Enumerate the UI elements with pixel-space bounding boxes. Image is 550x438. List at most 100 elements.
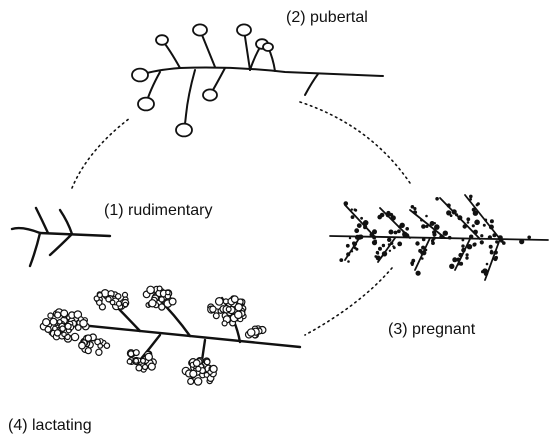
secretory-alveolus — [159, 297, 164, 302]
alveolar-bud — [448, 236, 452, 240]
alveolar-bud — [449, 264, 454, 269]
alveolar-bud — [387, 238, 391, 242]
alveolar-bud — [355, 235, 360, 240]
terminal-end-bud — [132, 69, 148, 82]
alveolar-bud — [494, 250, 498, 254]
secretory-alveolus — [210, 365, 217, 372]
alveolar-bud — [363, 220, 369, 226]
alveolar-bud — [389, 250, 391, 252]
alveolar-bud — [411, 205, 415, 209]
alveolar-bud — [457, 263, 460, 266]
terminal-end-bud — [156, 35, 168, 45]
alveolar-bud — [459, 262, 463, 266]
secretory-alveolus — [204, 359, 210, 365]
alveolar-bud — [346, 244, 350, 248]
alveolar-bud — [447, 203, 451, 207]
alveolar-bud — [461, 244, 464, 247]
alveolar-bud — [480, 240, 484, 244]
alveolar-bud — [372, 229, 377, 234]
alveolar-bud — [462, 239, 465, 242]
alveolar-bud — [469, 198, 472, 201]
secretory-alveolus — [196, 366, 201, 371]
alveolar-bud — [480, 234, 483, 237]
alveolar-bud — [380, 213, 385, 218]
secretory-alveolus — [98, 344, 103, 349]
alveolar-bud — [486, 263, 489, 266]
secretory-alveolus — [133, 350, 139, 356]
alveolar-bud — [389, 230, 394, 235]
secretory-alveolus — [169, 298, 176, 305]
alveolar-bud — [393, 246, 396, 249]
alveolar-bud — [457, 215, 462, 220]
alveolar-bud — [349, 237, 351, 239]
rudimentary-duct — [12, 208, 110, 266]
secretory-alveolus — [48, 313, 53, 318]
secretory-alveolus — [148, 363, 155, 370]
alveolar-bud — [477, 202, 480, 205]
secretory-alveolus — [147, 286, 154, 293]
alveolar-bud — [425, 249, 428, 252]
alveolar-bud — [489, 225, 494, 230]
alveolar-bud — [465, 256, 468, 259]
alveolar-bud — [421, 257, 424, 260]
alveolar-bud — [467, 221, 470, 224]
secretory-alveolus — [71, 333, 78, 340]
secretory-alveolus — [141, 358, 146, 363]
alveolar-bud — [490, 250, 493, 253]
secretory-alveolus — [248, 329, 255, 336]
secretory-alveolus — [232, 296, 239, 303]
secretory-alveolus — [188, 378, 194, 384]
alveolar-bud — [490, 219, 494, 223]
secretory-alveolus — [116, 294, 121, 299]
alveolar-bud — [425, 215, 428, 218]
secretory-alveolus — [85, 348, 91, 354]
secretory-alveolus — [166, 290, 170, 294]
alveolar-bud — [388, 243, 391, 246]
alveolar-bud — [484, 219, 487, 222]
alveolar-bud — [347, 260, 350, 263]
secretory-alveolus — [235, 311, 242, 318]
alveolar-bud — [458, 253, 462, 257]
alveolar-bud — [416, 271, 421, 276]
secretory-alveolus — [235, 304, 242, 311]
alveolar-bud — [389, 213, 393, 217]
alveolar-bud — [339, 258, 343, 262]
alveolar-bud — [495, 240, 498, 243]
alveolar-bud — [415, 241, 419, 245]
secretory-alveolus — [117, 301, 122, 306]
label-pubertal: (2) pubertal — [286, 10, 368, 26]
secretory-alveolus — [96, 349, 102, 355]
secretory-alveolus — [157, 286, 162, 291]
alveolar-bud — [472, 243, 476, 247]
alveolar-bud — [398, 225, 401, 228]
alveolar-bud — [376, 251, 379, 254]
secretory-alveolus — [98, 293, 103, 298]
alveolar-bud — [351, 215, 355, 219]
alveolar-bud — [469, 195, 473, 199]
alveolar-bud — [354, 228, 359, 233]
alveolar-bud — [421, 246, 425, 250]
alveolar-bud — [405, 227, 409, 231]
label-lactating: (4) lactating — [8, 418, 92, 434]
secretory-alveolus — [50, 318, 57, 325]
secretory-alveolus — [61, 310, 68, 317]
alveolar-bud — [355, 248, 358, 251]
alveolar-bud — [432, 232, 436, 236]
alveolar-bud — [461, 248, 466, 253]
alveolar-bud — [466, 217, 470, 221]
secretory-alveolus — [226, 307, 231, 312]
alveolar-bud — [425, 225, 428, 228]
secretory-alveolus — [110, 300, 115, 305]
alveolar-bud — [420, 219, 423, 222]
connector-pubertal-to-pregnant — [300, 102, 410, 183]
alveolar-bud — [472, 224, 475, 227]
terminal-end-bud — [193, 24, 207, 35]
alveolar-bud — [472, 208, 476, 212]
secretory-alveolus — [127, 359, 132, 364]
secretory-alveolus — [149, 300, 156, 307]
terminal-end-bud — [176, 124, 192, 137]
secretory-alveolus — [123, 302, 127, 306]
alveolar-bud — [376, 256, 381, 261]
